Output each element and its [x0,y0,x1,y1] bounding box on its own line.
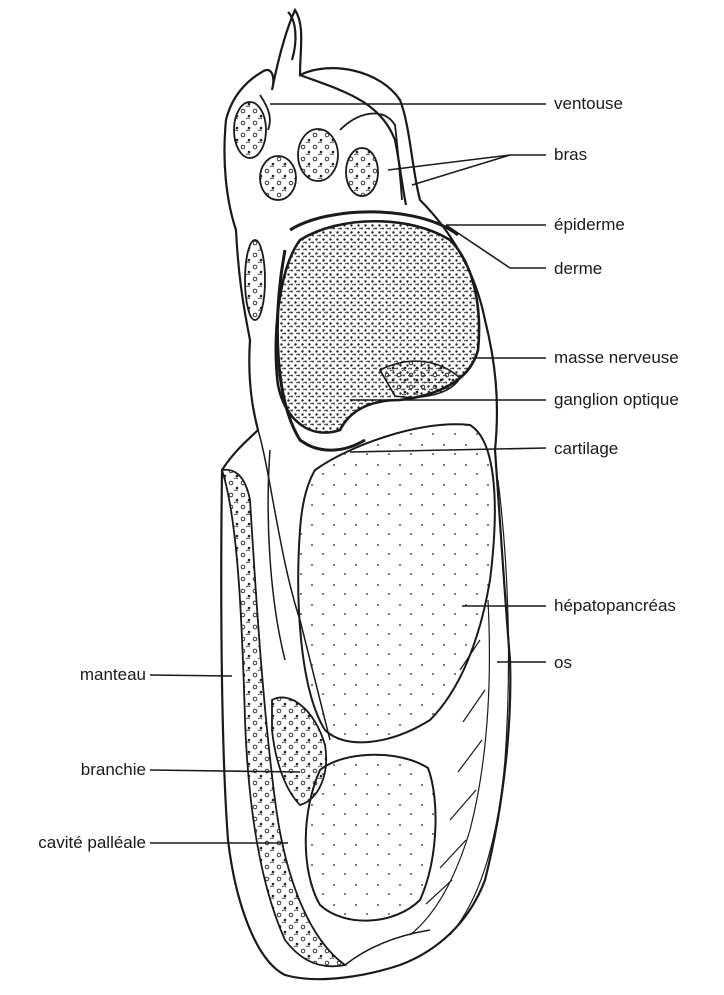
nervous-mass [276,221,479,432]
label-hepatopancreas: hépatopancréas [554,596,676,616]
label-branchie: branchie [81,760,146,780]
lower-gland [306,755,436,921]
label-epiderme: épiderme [554,215,625,235]
label-ventouse: ventouse [554,94,623,114]
label-derme: derme [554,259,602,279]
label-bras: bras [554,145,587,165]
label-masse-nerveuse: masse nerveuse [554,348,679,368]
label-cartilage: cartilage [554,439,618,459]
hepatopancreas [298,424,495,742]
label-ganglion-optique: ganglion optique [554,390,679,410]
label-manteau: manteau [80,665,146,685]
label-os: os [554,653,572,673]
label-cavite-palleale: cavité palléale [38,833,146,853]
